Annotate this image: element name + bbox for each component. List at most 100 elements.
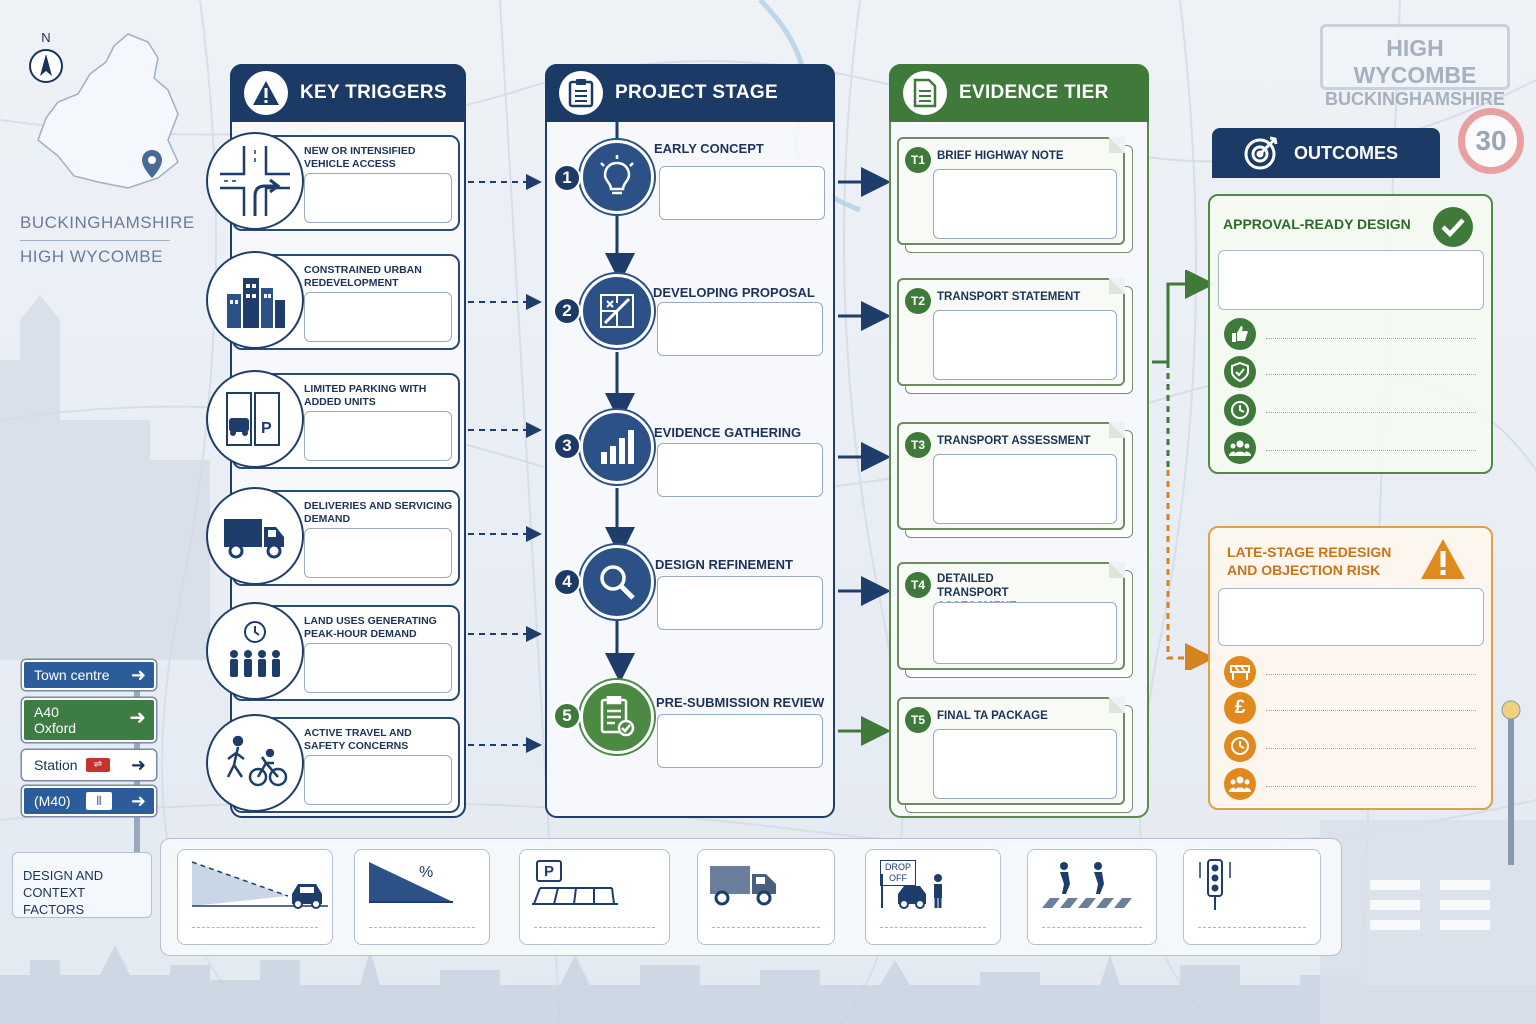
stage-number: 2 xyxy=(553,297,581,325)
tier-label: FINAL TA PACKAGE xyxy=(937,710,1048,722)
tier-badge: T5 xyxy=(905,707,931,733)
clipboard-icon xyxy=(559,71,603,115)
barrier-icon xyxy=(1224,656,1256,688)
arrow-right-icon: ➜ xyxy=(129,707,146,729)
tier-card-front: T4 DETAILED TRANSPORT ASSESSMENT xyxy=(897,562,1125,670)
tier-input[interactable] xyxy=(933,602,1117,664)
delivery-truck-icon xyxy=(710,866,776,906)
clock-icon xyxy=(1224,730,1256,762)
stage-input[interactable] xyxy=(657,302,823,356)
place-name-sign: HIGH WYCOMBE BUCKINGHAMSHIRE xyxy=(1320,24,1510,109)
plan-drawing-icon xyxy=(580,274,654,348)
people-icon xyxy=(1224,768,1256,800)
tier-to-outcome-connectors xyxy=(1152,270,1215,670)
stage-input[interactable] xyxy=(657,576,823,630)
approval-ready-box: APPROVAL-READY DESIGN xyxy=(1208,194,1493,474)
tier-badge: T1 xyxy=(905,147,931,173)
dotted-line xyxy=(1266,412,1476,413)
stage-input[interactable] xyxy=(657,443,823,497)
drop-off-icon xyxy=(881,874,942,909)
parking-icon: P xyxy=(206,370,304,468)
evidence-tier-title: EVIDENCE TIER xyxy=(959,82,1109,103)
evidence-tier-header: EVIDENCE TIER xyxy=(889,64,1149,122)
tier-input[interactable] xyxy=(933,454,1117,524)
speed-limit-sign: 30 xyxy=(1458,108,1524,174)
road-sign-text: Town centre xyxy=(34,667,110,683)
truck-icon xyxy=(206,487,304,585)
trigger-input[interactable] xyxy=(304,755,452,805)
tier-card-front: T5 FINAL TA PACKAGE xyxy=(897,697,1125,805)
stage-number: 1 xyxy=(553,164,581,192)
warning-icon xyxy=(244,71,288,115)
trigger-label: NEW OR INTENSIFIED VEHICLE ACCESS xyxy=(304,145,416,170)
project-stage-title: PROJECT STAGE xyxy=(615,82,778,103)
tier-badge: T4 xyxy=(905,572,931,598)
lightbulb-icon xyxy=(580,140,654,214)
factor-line xyxy=(369,927,475,928)
tier-card: T1 BRIEF HIGHWAY NOTE xyxy=(897,137,1133,253)
north-label: N xyxy=(41,30,51,45)
crossing-icon xyxy=(1042,862,1132,908)
stage-input[interactable] xyxy=(659,166,825,220)
key-triggers-header: KEY TRIGGERS xyxy=(230,64,466,122)
factor-line xyxy=(1198,927,1306,928)
approval-ready-input[interactable] xyxy=(1218,250,1484,310)
stage-input[interactable] xyxy=(657,714,823,768)
page-fold xyxy=(1109,697,1125,713)
checklist-icon xyxy=(580,680,654,754)
factor-line xyxy=(192,927,318,928)
trigger-connectors xyxy=(468,174,542,753)
factor-line xyxy=(1042,927,1142,928)
factor-line xyxy=(712,927,820,928)
project-stage-header: PROJECT STAGE xyxy=(545,64,835,122)
trigger-input[interactable] xyxy=(304,292,452,342)
stage-label: DESIGN REFINEMENT xyxy=(655,557,793,572)
page-fold xyxy=(1109,562,1125,578)
dotted-line xyxy=(1266,674,1476,675)
tier-card-front: T2 TRANSPORT STATEMENT xyxy=(897,278,1125,386)
road-sign-town-centre: Town centre ➜ xyxy=(22,660,156,690)
tier-badge: T2 xyxy=(905,288,931,314)
trigger-input[interactable] xyxy=(304,643,452,693)
approval-ready-title: APPROVAL-READY DESIGN xyxy=(1223,216,1411,232)
trigger-input[interactable] xyxy=(304,173,452,223)
factor-card: DROP OFF xyxy=(865,849,1001,945)
tier-label: TRANSPORT STATEMENT xyxy=(937,291,1081,303)
people-icon xyxy=(1224,432,1256,464)
check-icon xyxy=(1433,207,1473,247)
trigger-input[interactable] xyxy=(304,411,452,461)
sign-line-2: BUCKINGHAMSHIRE xyxy=(1325,89,1505,109)
dotted-line xyxy=(1266,710,1476,711)
tier-card: T5 FINAL TA PACKAGE xyxy=(897,697,1133,813)
buildings-icon xyxy=(206,251,304,349)
stage-label: EARLY CONCEPT xyxy=(654,141,764,156)
clock-icon xyxy=(1224,394,1256,426)
road-sign-stack: Town centre ➜ A40 Oxford ➜ Station ⇌ ➜ (… xyxy=(22,660,162,880)
parking-badge: P xyxy=(536,860,562,882)
late-stage-risk-box: LATE-STAGE REDESIGN AND OBJECTION RISK £ xyxy=(1208,526,1493,810)
page-fold xyxy=(1109,137,1125,153)
factors-title: DESIGN AND CONTEXT FACTORS xyxy=(23,868,104,917)
tier-badge: T3 xyxy=(905,432,931,458)
road-sign-text: A40 xyxy=(34,704,59,720)
trigger-label: CONSTRAINED URBAN REDEVELOPMENT xyxy=(304,264,422,289)
tier-input[interactable] xyxy=(933,729,1117,799)
document-icon xyxy=(903,71,947,115)
tier-input[interactable] xyxy=(933,169,1117,239)
trigger-label: LIMITED PARKING WITH ADDED UNITS xyxy=(304,383,427,408)
tier-label: BRIEF HIGHWAY NOTE xyxy=(937,150,1064,162)
stage-number: 4 xyxy=(553,568,581,596)
arrow-right-icon: ➜ xyxy=(130,664,146,685)
motorway-icon: ⫴ xyxy=(86,792,112,810)
arrow-right-icon: ➜ xyxy=(130,754,146,775)
stage-number: 3 xyxy=(553,432,581,460)
tier-input[interactable] xyxy=(933,310,1117,380)
peak-crowd-icon xyxy=(206,602,304,700)
county-label: BUCKINGHAMSHIRE xyxy=(20,213,195,232)
road-sign-m40: (M40) ⫴ ➜ xyxy=(22,786,156,816)
trigger-input[interactable] xyxy=(304,528,452,578)
stage-to-tier-arrows xyxy=(838,167,891,746)
late-stage-risk-input[interactable] xyxy=(1218,588,1484,646)
road-sign-text: (M40) xyxy=(34,793,71,809)
tier-card-front: T1 BRIEF HIGHWAY NOTE xyxy=(897,137,1125,245)
